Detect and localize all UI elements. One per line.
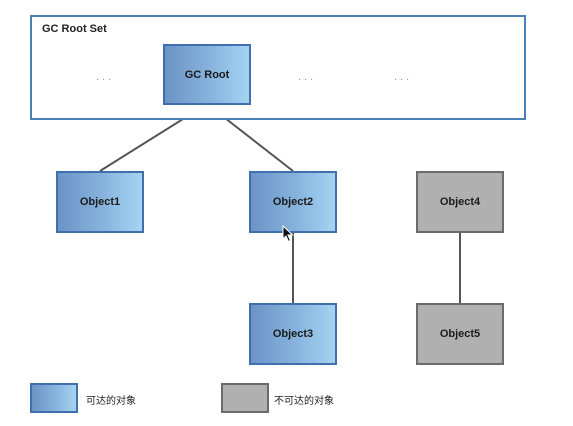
object1-node: Object1 — [56, 171, 144, 233]
object5-node: Object5 — [416, 303, 504, 365]
gc-root-set-title: GC Root Set — [42, 23, 107, 35]
ellipsis-left: ... — [96, 71, 115, 83]
object4-node: Object4 — [416, 171, 504, 233]
legend-reachable-swatch — [30, 383, 78, 413]
legend-unreachable-label: 不可达的对象 — [274, 396, 334, 407]
mouse-cursor-icon — [282, 225, 294, 243]
object3-node: Object3 — [249, 303, 337, 365]
gc-root-set-box: GC Root Set ... ... ... — [30, 15, 526, 120]
legend-reachable-label: 可达的对象 — [86, 396, 136, 407]
object2-node: Object2 — [249, 171, 337, 233]
legend-unreachable-swatch — [221, 383, 269, 413]
ellipsis-middle: ... — [298, 71, 317, 83]
ellipsis-right: ... — [394, 71, 413, 83]
gc-root-node: GC Root — [163, 44, 251, 105]
